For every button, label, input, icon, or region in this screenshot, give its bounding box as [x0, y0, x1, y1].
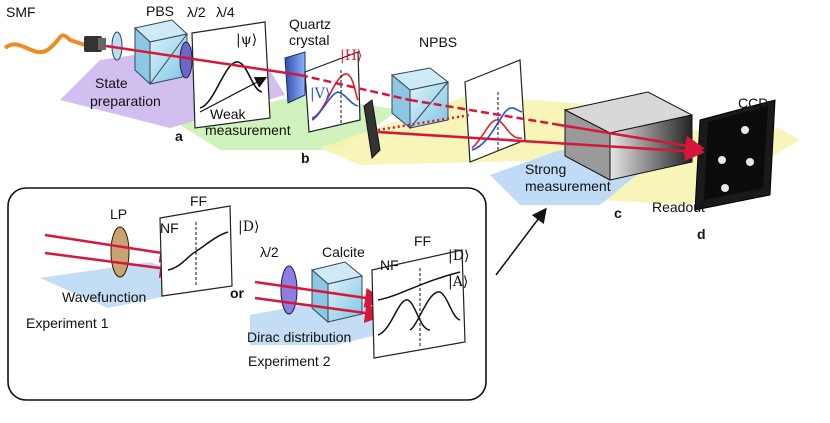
or-label: or — [230, 285, 245, 301]
npbs-cube — [390, 67, 450, 130]
callout-arrow — [495, 207, 547, 276]
v-ket-label: |V⟩ — [310, 86, 330, 102]
ccd-spot — [718, 156, 726, 164]
panel-a-label: a — [175, 128, 183, 144]
pbs-cube — [133, 19, 189, 86]
fiber-coupler — [84, 36, 102, 52]
half-wave-plate — [179, 41, 193, 79]
smf-label: SMF — [6, 4, 36, 20]
exp2-d-ket-label: |D⟩ — [448, 248, 469, 264]
ccd-spot — [746, 158, 754, 166]
quartz-label-line1: Quartz — [289, 16, 331, 32]
state-prep-label-line2: preparation — [90, 93, 161, 109]
dirac-distribution-label: Dirac distribution — [247, 329, 351, 345]
panel-b-label: b — [301, 150, 310, 166]
experiment1-label: Experiment 1 — [26, 315, 109, 331]
readout-label: Readout — [652, 199, 705, 215]
ccd-spot — [721, 184, 729, 192]
npbs-label: NPBS — [419, 34, 457, 50]
quarter-wave-label: λ/4 — [216, 4, 235, 20]
exp1-ff-label: FF — [190, 193, 207, 209]
inset-panel: LP NF FF |D⟩ Wavefunction Experiment 1 o… — [7, 187, 487, 401]
panel-c-label: c — [614, 205, 622, 221]
quartz-label-line2: crystal — [289, 32, 329, 48]
experiment1-screen — [159, 205, 233, 297]
panel-d-label: d — [697, 226, 706, 242]
weak-label-line2: measurement — [205, 122, 291, 138]
ccd-spot — [741, 126, 749, 134]
exp2-ff-label: FF — [414, 233, 431, 249]
mirror — [363, 99, 381, 160]
strong-label-line2: measurement — [525, 178, 611, 194]
experiment2-label: Experiment 2 — [248, 353, 331, 369]
exp1-d-ket-label: |D⟩ — [238, 219, 259, 235]
exp2-a-ket-label: |A⟩ — [448, 274, 468, 290]
wavefunction-label: Wavefunction — [62, 289, 146, 305]
calcite-label: Calcite — [322, 244, 365, 260]
exp2-nf-label: NF — [380, 257, 399, 273]
psi-ket-label: |ψ⟩ — [236, 32, 257, 48]
psi-screen — [191, 21, 271, 129]
ccd-label: CCD — [738, 95, 768, 111]
inset-half-wave-plate — [280, 265, 298, 315]
ccd-camera — [694, 99, 776, 211]
strong-label-line1: Strong — [525, 161, 566, 177]
pbs-label: PBS — [146, 3, 174, 19]
half-wave-label: λ/2 — [187, 4, 206, 20]
h-ket-label: |H⟩ — [340, 48, 362, 64]
experiment2-screen — [371, 249, 466, 359]
inset-half-wave-label: λ/2 — [260, 244, 279, 260]
state-prep-label-line1: State — [95, 75, 128, 91]
laser-beams — [105, 44, 705, 162]
exp1-nf-label: NF — [160, 220, 179, 236]
single-mode-fiber — [3, 33, 86, 55]
quartz-crystal — [284, 51, 306, 104]
weak-label-line1: Weak — [210, 106, 247, 122]
linear-polarizer — [110, 226, 130, 278]
hv-screen — [304, 51, 361, 133]
lp-label: LP — [110, 206, 127, 222]
